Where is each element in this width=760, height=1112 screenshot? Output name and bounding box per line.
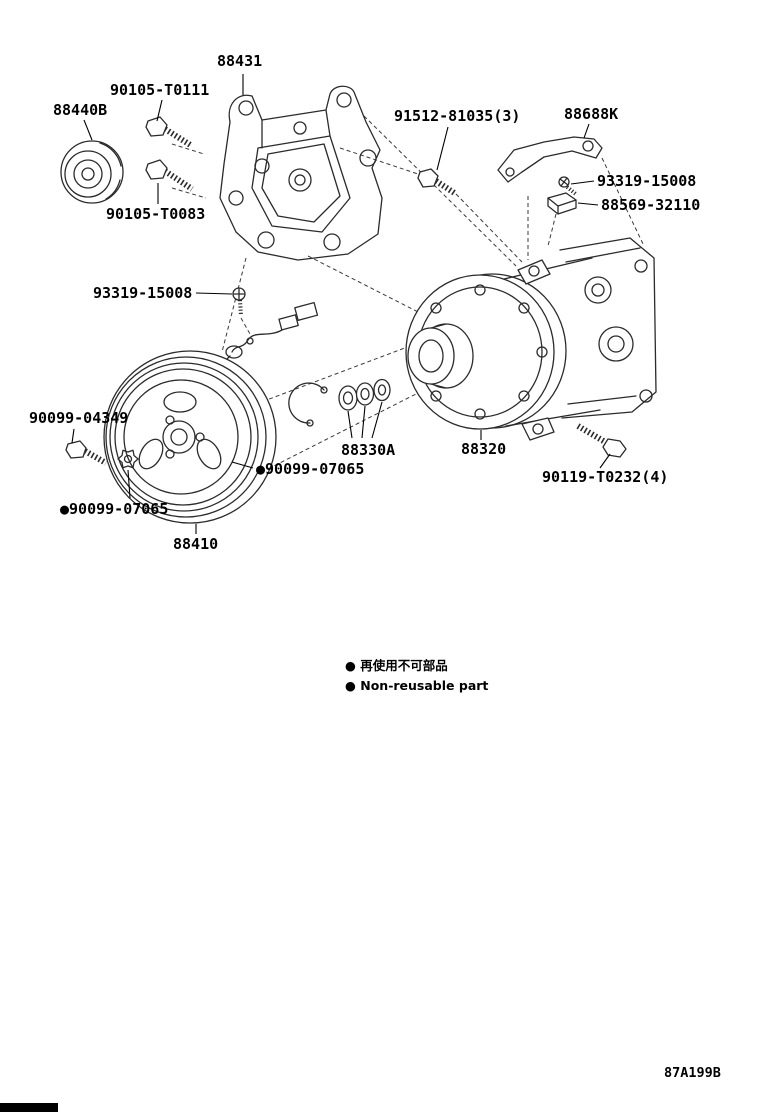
bolt-90105-t0111-drawing	[145, 116, 194, 149]
tensioner-pulley-88440b-drawing	[60, 140, 124, 204]
part-label-88569-32110: 88569-32110	[601, 196, 701, 214]
part-label-88330a: 88330A	[341, 441, 396, 459]
pulley-88410-drawing	[103, 350, 277, 524]
bolt-90099-04349-drawing	[65, 440, 108, 466]
assembly-dashed-lines	[171, 115, 645, 473]
screw-93319-15008-right-drawing	[558, 176, 579, 197]
bolt-90119-t0232-drawing	[576, 423, 627, 458]
part-label-88431: 88431	[217, 52, 263, 70]
part-label-88410: 88410	[173, 535, 219, 553]
leader-lines	[71, 74, 611, 534]
bolt-91512-81035-drawing	[417, 168, 458, 197]
part-label-90105-t0083: 90105-T0083	[106, 205, 206, 223]
part-label-88688k: 88688K	[564, 105, 619, 123]
compressor-88320-drawing	[405, 237, 657, 441]
part-label-90119-t0232: 90119-T0232(4)	[542, 468, 669, 486]
screw-93319-15008-left-drawing	[232, 287, 246, 317]
part-label-90099-07065-right: ●90099-07065	[256, 460, 365, 478]
part-label-88440b: 88440B	[53, 101, 108, 119]
part-label-91512-81035: 91512-81035(3)	[394, 107, 521, 125]
bracket-88431-drawing	[219, 85, 383, 261]
legend-non-reusable-jp: ● 再使用不可部品	[345, 658, 448, 673]
cushion-88569-32110-drawing	[547, 192, 577, 215]
part-label-90099-07065-left: ●90099-07065	[60, 500, 169, 518]
part-label-90099-04349: 90099-04349	[29, 409, 129, 427]
part-label-90105-t0111: 90105-T0111	[110, 81, 210, 99]
page-corner-artifact	[0, 1103, 58, 1112]
bolt-90105-t0083-drawing	[145, 159, 194, 192]
bracket-88688k-drawing	[497, 136, 603, 183]
washers-88330a-drawing	[338, 378, 391, 411]
legend-non-reusable-en: ● Non-reusable part	[345, 678, 489, 693]
drawing-code: 87A199B	[664, 1065, 721, 1081]
snap-ring-88330a-drawing	[288, 382, 328, 427]
part-label-88320: 88320	[461, 440, 507, 458]
part-label-93319-15008-right: 93319-15008	[597, 172, 697, 190]
part-label-93319-15008-left: 93319-15008	[93, 284, 193, 302]
clip-90099-07065-drawing	[117, 449, 139, 469]
wire-connector-drawing	[211, 301, 319, 375]
